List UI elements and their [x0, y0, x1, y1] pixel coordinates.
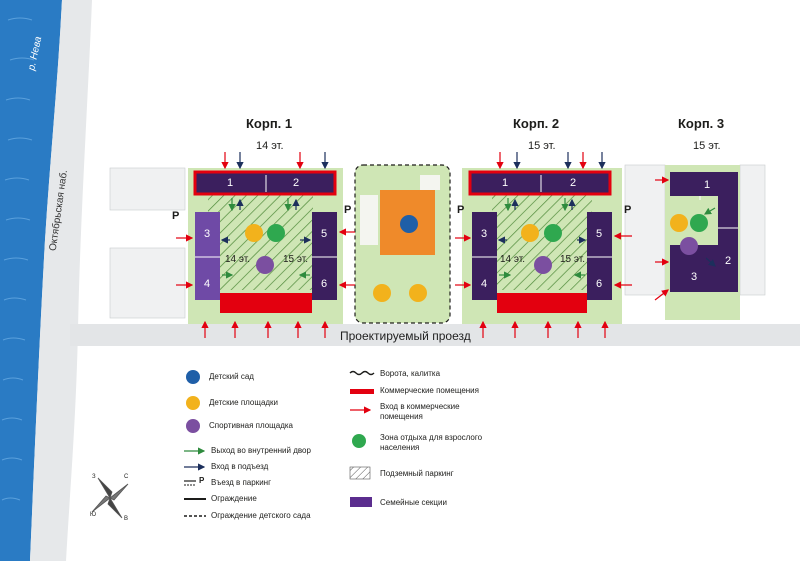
compass-rose	[91, 477, 129, 519]
k1-section-2: 2	[292, 177, 300, 189]
k2-inner-floors-right: 15 эт.	[560, 254, 586, 265]
entrance-arrows	[220, 152, 716, 267]
legend-parking-entry: Въезд в паркинг	[211, 478, 271, 487]
commercial-entry-arrows	[176, 152, 670, 338]
embankment	[30, 0, 92, 561]
k1-parking-mark-right: P	[344, 204, 352, 216]
legend-fence: Ограждение	[211, 494, 257, 503]
compass-north: С	[124, 474, 129, 480]
korp2-floors: 15 эт.	[528, 140, 556, 152]
k1-parking-mark: P	[172, 210, 180, 222]
compass-west: З	[92, 474, 96, 480]
legend-parking-p: P	[199, 476, 205, 485]
k3-section-3: 3	[690, 271, 698, 283]
k3-section-2: 2	[724, 255, 732, 267]
k2-section-6: 6	[595, 278, 603, 290]
korp2-title: Корп. 2	[513, 116, 560, 131]
k1-section-3: 3	[203, 228, 211, 240]
legend-underground-parking: Подземный паркинг	[380, 469, 454, 478]
legend-playgrounds: Детские площадки	[209, 398, 279, 407]
k1-section-4: 4	[203, 278, 211, 290]
legend-family-sections: Семейные секции	[380, 498, 447, 507]
k2-section-1: 1	[501, 177, 509, 189]
legend-sports: Спортивная площадка	[209, 421, 293, 430]
compass-south: Ю	[90, 512, 97, 518]
legend-gate: Ворота, калитка	[380, 369, 441, 378]
korp1-title: Корп. 1	[246, 116, 293, 131]
korp3-building	[670, 172, 738, 292]
korp3-title: Корп. 3	[678, 116, 725, 131]
legend-kg-fence: Ограждение детского сада	[211, 511, 311, 520]
river	[0, 0, 62, 561]
k2-parking-mark: P	[457, 204, 465, 216]
legend-commercial-entry: Вход в коммерческие помещения	[380, 402, 460, 421]
k2-section-2: 2	[569, 177, 577, 189]
road	[70, 324, 800, 346]
k1-inner-floors-left: 14 эт.	[225, 254, 251, 265]
legend-courtyard-exit: Выход во внутренний двор	[211, 446, 311, 455]
legend-kindergarten: Детский сад	[209, 372, 254, 381]
legend-rest-zone: Зона отдыха для взрослого населения	[380, 433, 483, 452]
k2-section-4: 4	[480, 278, 488, 290]
k1-section-6: 6	[320, 278, 328, 290]
compass-east: В	[124, 516, 129, 522]
road-label: Проектируемый проезд	[340, 329, 471, 343]
k1-section-5: 5	[320, 228, 328, 240]
k2-section-5: 5	[595, 228, 603, 240]
k3-section-1: 1	[703, 179, 711, 191]
legend-entrance: Вход в подъезд	[211, 462, 269, 471]
courtyard-arrows	[222, 198, 716, 279]
korp3-floors: 15 эт.	[693, 140, 721, 152]
k1-inner-floors-right: 15 эт.	[283, 254, 309, 265]
k2-parking-mark-right: P	[624, 204, 632, 216]
legend-commercial: Коммерческие помещения	[380, 386, 479, 395]
k2-inner-floors-left: 14 эт.	[500, 254, 526, 265]
k2-section-3: 3	[480, 228, 488, 240]
korp1-floors: 14 эт.	[256, 140, 284, 152]
k1-section-1: 1	[226, 177, 234, 189]
parking-lots	[109, 164, 766, 319]
